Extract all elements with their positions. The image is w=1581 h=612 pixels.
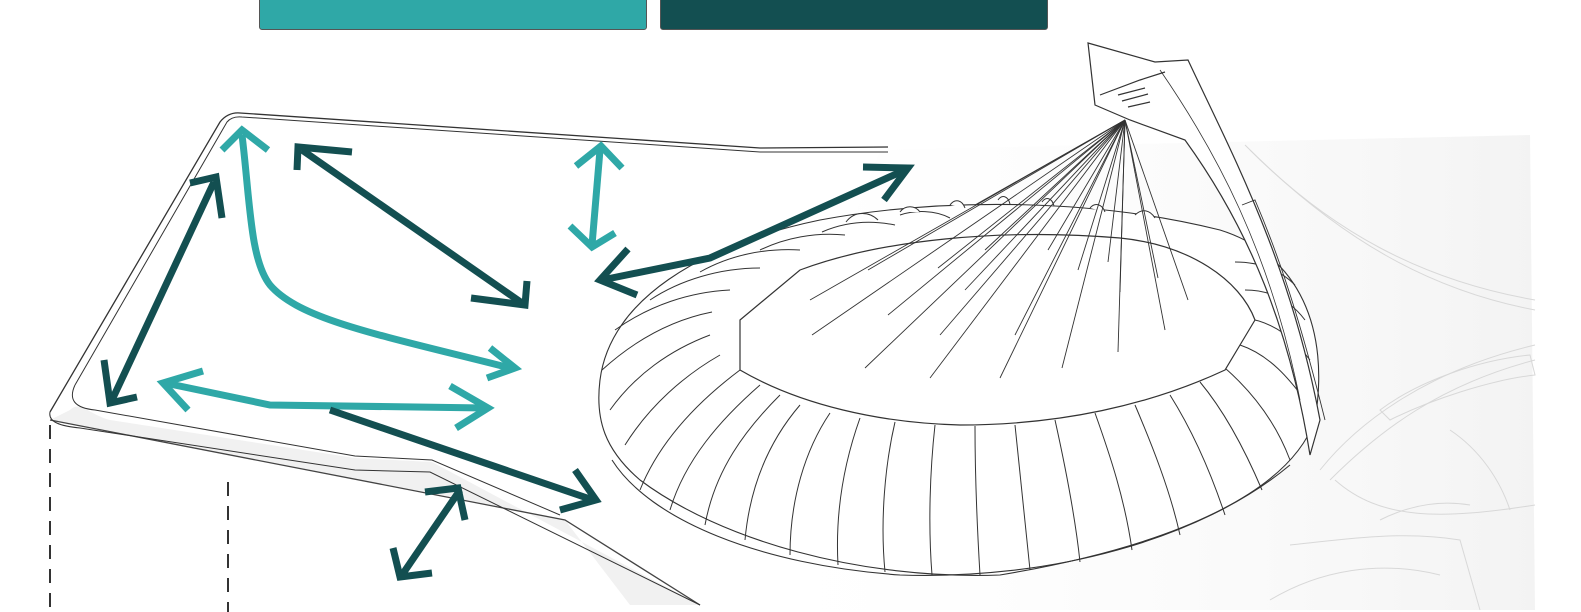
dark-teal-left-arrow [112,182,214,400]
light-teal-curved-arrow [242,135,510,368]
light-teal-vertical-arrow [592,150,600,245]
dark-teal-short-arrow [402,490,460,575]
light-teal-split-arrow [165,383,485,408]
dark-teal-diagonal-arrow [302,150,522,303]
